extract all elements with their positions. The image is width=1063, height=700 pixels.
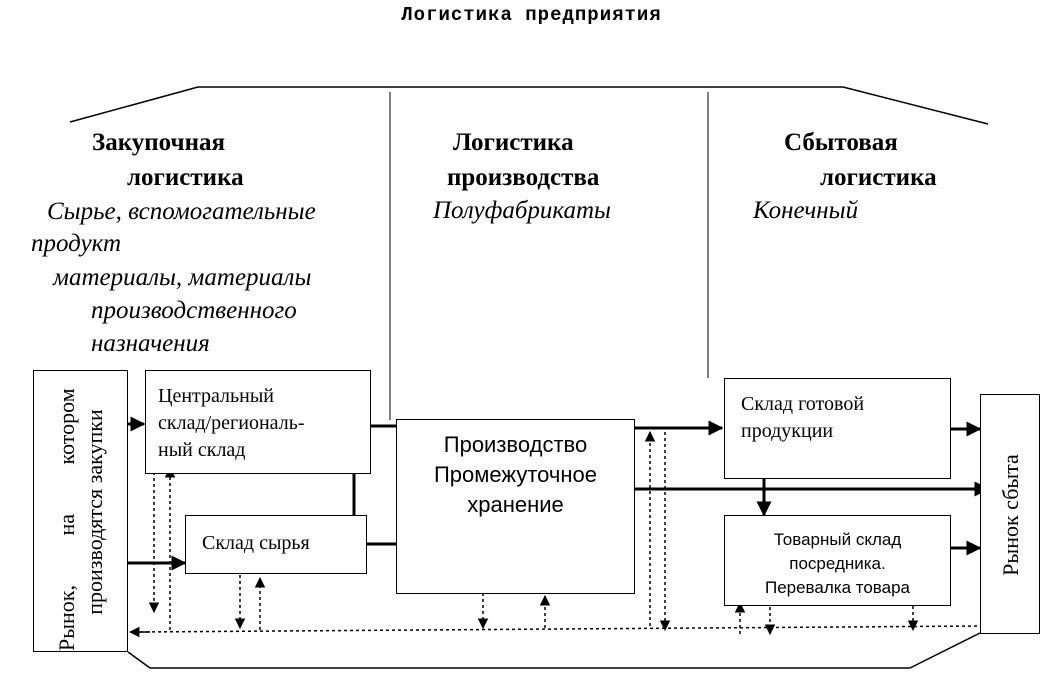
central-warehouse-label-line3: ный склад bbox=[158, 439, 246, 461]
bottom-bracket bbox=[127, 632, 981, 669]
central-warehouse-box: Центральный склад/региональ- ный склад bbox=[145, 370, 371, 474]
info-flows bbox=[139, 625, 981, 633]
procurement-heading-line2: логистика bbox=[127, 164, 244, 191]
procurement-desc-line5: назначения bbox=[91, 330, 210, 357]
procurement-desc-line3: материалы, материалы bbox=[53, 264, 312, 291]
procurement-desc-line4: производственного bbox=[91, 297, 297, 324]
production-heading-line2: производства bbox=[447, 164, 600, 191]
intermediary-warehouse-label-line1: Товарный склад bbox=[773, 530, 902, 549]
page-title: Логистика предприятия bbox=[401, 4, 662, 26]
production-heading-line1: Логистика bbox=[453, 129, 574, 156]
sales-desc-line1: Конечный bbox=[753, 197, 859, 224]
section-dividers bbox=[389, 92, 709, 420]
sales-market-box: Рынок сбыта bbox=[980, 394, 1040, 634]
info-verticals bbox=[148, 430, 919, 636]
intermediary-warehouse-label-line2: посредника. bbox=[789, 554, 886, 573]
production-label-line2: Промежуточное bbox=[433, 462, 598, 487]
production-label-line3: хранение bbox=[467, 492, 564, 517]
supply-market-box: Рынок, на котором производятся закупки bbox=[33, 370, 128, 652]
intermediary-warehouse-box: Товарный склад посредника. Перевалка тов… bbox=[724, 515, 951, 606]
raw-materials-warehouse-box: Склад сырья bbox=[185, 515, 367, 574]
procurement-desc-line1: Сырье, вспомогательные bbox=[47, 198, 316, 225]
production-box: Производство Промежуточное хранение bbox=[396, 419, 635, 594]
finished-goods-warehouse-label-line2: продукции bbox=[741, 420, 834, 442]
procurement-desc-line2: продукт bbox=[31, 230, 122, 257]
central-warehouse-label-line1: Центральный bbox=[158, 385, 275, 407]
supply-market-label-line2: производятся закупки bbox=[82, 409, 107, 615]
production-desc-line1: Полуфабрикаты bbox=[433, 197, 611, 224]
sales-heading-line1: Сбытовая bbox=[784, 129, 898, 156]
finished-goods-warehouse-label-line1: Склад готовой bbox=[741, 393, 865, 415]
sales-heading-line2: логистика bbox=[820, 164, 937, 191]
top-bracket bbox=[69, 86, 989, 125]
finished-goods-warehouse-box: Склад готовой продукции bbox=[724, 378, 951, 479]
procurement-heading-line1: Закупочная bbox=[92, 129, 226, 156]
production-label-line1: Производство bbox=[443, 432, 588, 457]
sales-market-label: Рынок сбыта bbox=[998, 454, 1023, 576]
supply-market-label-line1: Рынок, на котором bbox=[54, 388, 79, 651]
raw-materials-warehouse-label: Склад сырья bbox=[202, 532, 310, 554]
central-warehouse-label-line2: склад/региональ- bbox=[158, 412, 305, 434]
intermediary-warehouse-label-line3: Перевалка товара bbox=[764, 578, 911, 597]
